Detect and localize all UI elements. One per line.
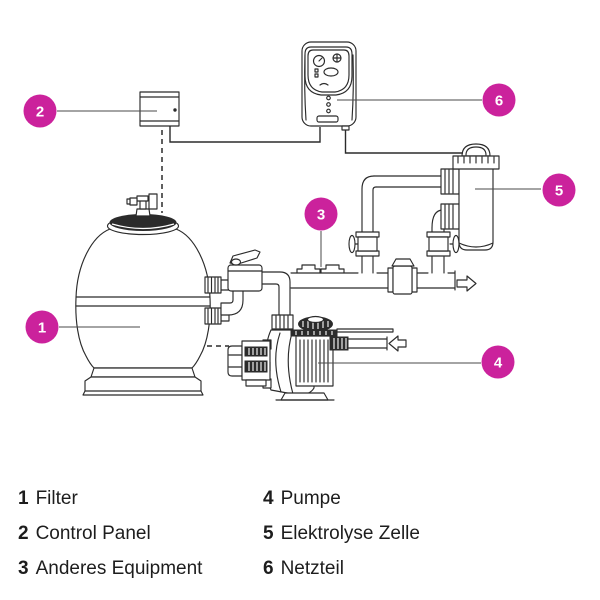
legend-item-label: Filter [35,488,78,509]
filter-air-valve [126,193,158,217]
filter-upper-port [204,276,230,294]
small-square-icon [314,68,319,73]
valve-inline-handle [391,258,415,267]
pump [227,314,407,401]
callout-6: 6 [482,83,516,117]
svg-text:2: 2 [36,104,44,121]
legend-item: 1 Filter [18,481,202,516]
psu-foot [341,125,350,131]
callout-5: 5 [542,173,576,207]
small-square-icon [314,73,319,78]
riser-valve-left [348,231,380,257]
legend-item-number: 3 [18,558,29,579]
power-supply-unit [301,41,357,131]
svg-text:1: 1 [38,320,46,337]
handwheel-icon [348,234,356,254]
diagram-canvas: 1 2 3 4 5 6 [23,41,576,401]
psu-led [326,95,331,101]
legend-item: 6 Netzteil [263,551,420,586]
legend-item: 2 Control Panel [18,516,202,551]
filter-tank [75,193,230,396]
legend-item-number: 4 [263,488,274,509]
valve-inline [387,258,418,295]
strainer-rod [336,328,394,333]
riser-valve-right [426,231,460,257]
legend-item-number: 6 [263,558,274,579]
psu-led [326,102,331,107]
legend-item-label: Anderes Equipment [35,558,203,579]
psu-display-icons [312,53,342,86]
legend-item-number: 2 [18,523,29,544]
handwheel-icon [452,234,460,254]
pump-inlet-pipe [347,336,388,351]
legend-item-label: Elektrolyse Zelle [280,523,420,544]
legend-item: 5 Elektrolyse Zelle [263,516,420,551]
psu-led [326,108,331,114]
legend-column-left: 1 Filter 2 Control Panel 3 Anderes Equipmen… [18,481,202,586]
legend-item-label: Pumpe [280,488,341,509]
legend-column-right: 4 Pumpe 5 Elektrolyse Zelle 6 Netzteil [263,481,420,586]
legend-item: 3 Anderes Equipment [18,551,202,586]
svg-text:3: 3 [317,207,325,224]
electrolysis-cell [440,143,500,251]
svg-text:6: 6 [495,93,503,110]
wire-control-to-psu [169,126,321,143]
riser-pipe-right [426,209,460,274]
legend-item-number: 5 [263,523,274,544]
wire-psu-to-cell [344,130,463,154]
legend-item-number: 1 [18,488,29,509]
cell-lower-port [440,203,460,230]
pipe-manifold [290,258,477,295]
oval-icon [323,67,339,77]
squiggle-icon [319,82,329,86]
pump-motor [227,340,271,387]
callout-2: 2 [23,94,57,128]
psu-slot [316,115,339,123]
filter-lower-port [204,307,230,325]
multiport-valve [220,249,291,317]
control-panel-screw [173,108,177,112]
leader-lines [57,99,541,364]
pump-strainer [290,315,394,387]
svg-text:4: 4 [494,355,503,372]
callout-3: 3 [304,197,338,231]
cell-upper-port [440,168,460,195]
pump-top-coupling [271,314,294,330]
flow-arrow-right-icon [456,275,477,292]
riser-pipe-left [348,175,444,274]
legend-item-label: Control Panel [35,523,151,544]
svg-text:5: 5 [555,183,563,200]
legend-item-label: Netzteil [280,558,344,579]
control-panel-box [139,91,180,127]
cell-cap-dome [461,143,491,157]
legend-item: 4 Pumpe [263,481,420,516]
callout-4: 4 [481,345,515,379]
flow-arrow-left-icon [388,335,407,352]
callout-1: 1 [25,310,59,344]
pump-inlet-coupling [329,336,349,351]
psu-display-bezel [304,46,353,96]
dial-icon [312,54,326,68]
